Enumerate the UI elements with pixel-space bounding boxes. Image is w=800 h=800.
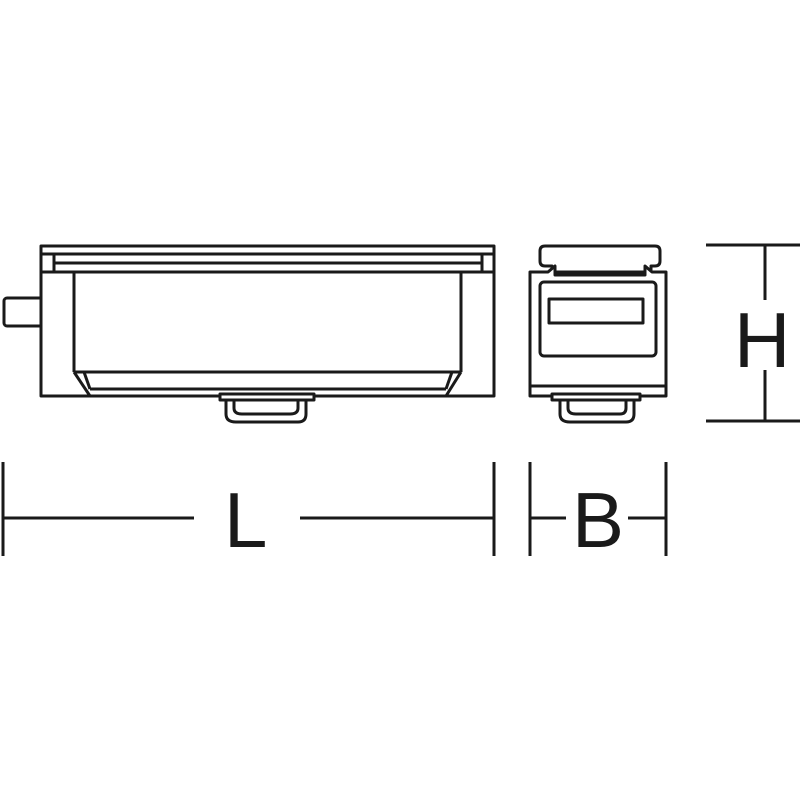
length-label: L xyxy=(224,476,268,564)
mount-foot-inner xyxy=(232,400,300,416)
height-dimension xyxy=(706,243,800,423)
width-label: B xyxy=(572,476,625,564)
end-mount-foot xyxy=(558,398,636,424)
end-top-cap xyxy=(538,244,662,274)
width-dimension xyxy=(528,462,668,556)
left-end-chamfer xyxy=(72,371,92,397)
height-label: H xyxy=(734,296,791,384)
end-inner-panel xyxy=(538,280,658,358)
end-view xyxy=(528,244,668,424)
channel-left xyxy=(82,371,92,390)
end-mount-foot-inner xyxy=(566,400,628,416)
channel-right xyxy=(444,371,454,390)
end-body xyxy=(528,264,668,398)
mount-foot xyxy=(224,398,308,424)
right-end-chamfer xyxy=(444,371,463,397)
length-dimension xyxy=(1,462,496,556)
end-slot xyxy=(547,297,645,325)
axle-stub xyxy=(2,296,46,328)
side-view xyxy=(2,244,496,424)
